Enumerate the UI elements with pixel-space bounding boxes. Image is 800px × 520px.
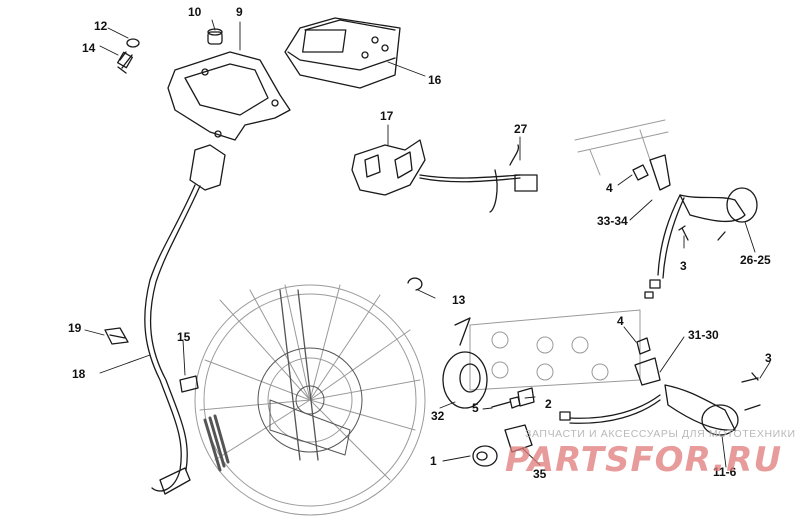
bolt-5 bbox=[491, 396, 521, 409]
dashboard-harness bbox=[144, 144, 226, 495]
grommet bbox=[207, 28, 223, 45]
hose-clip bbox=[407, 277, 423, 291]
callout-12: 12 bbox=[94, 19, 108, 33]
bracket-2 bbox=[517, 387, 535, 407]
watermark-logo: PARTSFOR.RU bbox=[505, 440, 783, 480]
leader-lines bbox=[84, 19, 771, 468]
cap-1 bbox=[472, 445, 498, 467]
handlebar-switch bbox=[351, 139, 521, 213]
nut-4-upper bbox=[632, 164, 649, 181]
callout-16: 16 bbox=[428, 73, 442, 87]
dashboard-bracket bbox=[167, 51, 291, 141]
callout-4-lower: 4 bbox=[617, 314, 624, 328]
callout-18: 18 bbox=[72, 367, 86, 381]
callout-15: 15 bbox=[177, 330, 191, 344]
callout-32: 32 bbox=[431, 409, 445, 423]
callout-33-34: 33-34 bbox=[597, 214, 628, 228]
callout-4-upper: 4 bbox=[606, 181, 613, 195]
callout-11-6: 11-6 bbox=[713, 465, 737, 479]
callout-5: 5 bbox=[472, 401, 479, 415]
front-wheel-ghost bbox=[194, 284, 426, 516]
switch-35 bbox=[504, 424, 533, 453]
callout-10: 10 bbox=[188, 5, 202, 19]
turn-signal-rear bbox=[644, 154, 758, 299]
callout-1: 1 bbox=[430, 454, 437, 468]
callout-35: 35 bbox=[533, 467, 547, 481]
callout-9: 9 bbox=[236, 5, 243, 19]
callout-19: 19 bbox=[68, 321, 82, 335]
screw-3-lower-b bbox=[744, 404, 761, 411]
callout-26-25: 26-25 bbox=[740, 253, 771, 267]
connector-27 bbox=[509, 144, 538, 192]
callout-14: 14 bbox=[82, 41, 96, 55]
turn-signal-front bbox=[559, 357, 739, 436]
screw-3-upper bbox=[678, 225, 689, 241]
screw-3-lower bbox=[741, 372, 759, 383]
callout-13: 13 bbox=[452, 293, 466, 307]
washer-and-screw bbox=[117, 38, 140, 74]
callout-3-upper: 3 bbox=[680, 259, 687, 273]
callout-31-30: 31-30 bbox=[688, 328, 719, 342]
cable-clip bbox=[104, 327, 129, 345]
dashboard-instrument bbox=[284, 17, 401, 89]
callout-27: 27 bbox=[514, 122, 528, 136]
callout-3-lower: 3 bbox=[765, 351, 772, 365]
screw-26 bbox=[717, 231, 726, 241]
callout-17: 17 bbox=[380, 109, 394, 123]
watermark-subtitle: ЗАПЧАСТИ И АКСЕССУАРЫ ДЛЯ МОТОТЕХНИКИ bbox=[525, 428, 796, 440]
callout-2: 2 bbox=[545, 397, 552, 411]
nut-4-lower bbox=[636, 337, 651, 355]
rubber-grommet bbox=[179, 375, 199, 393]
horn bbox=[442, 317, 488, 409]
